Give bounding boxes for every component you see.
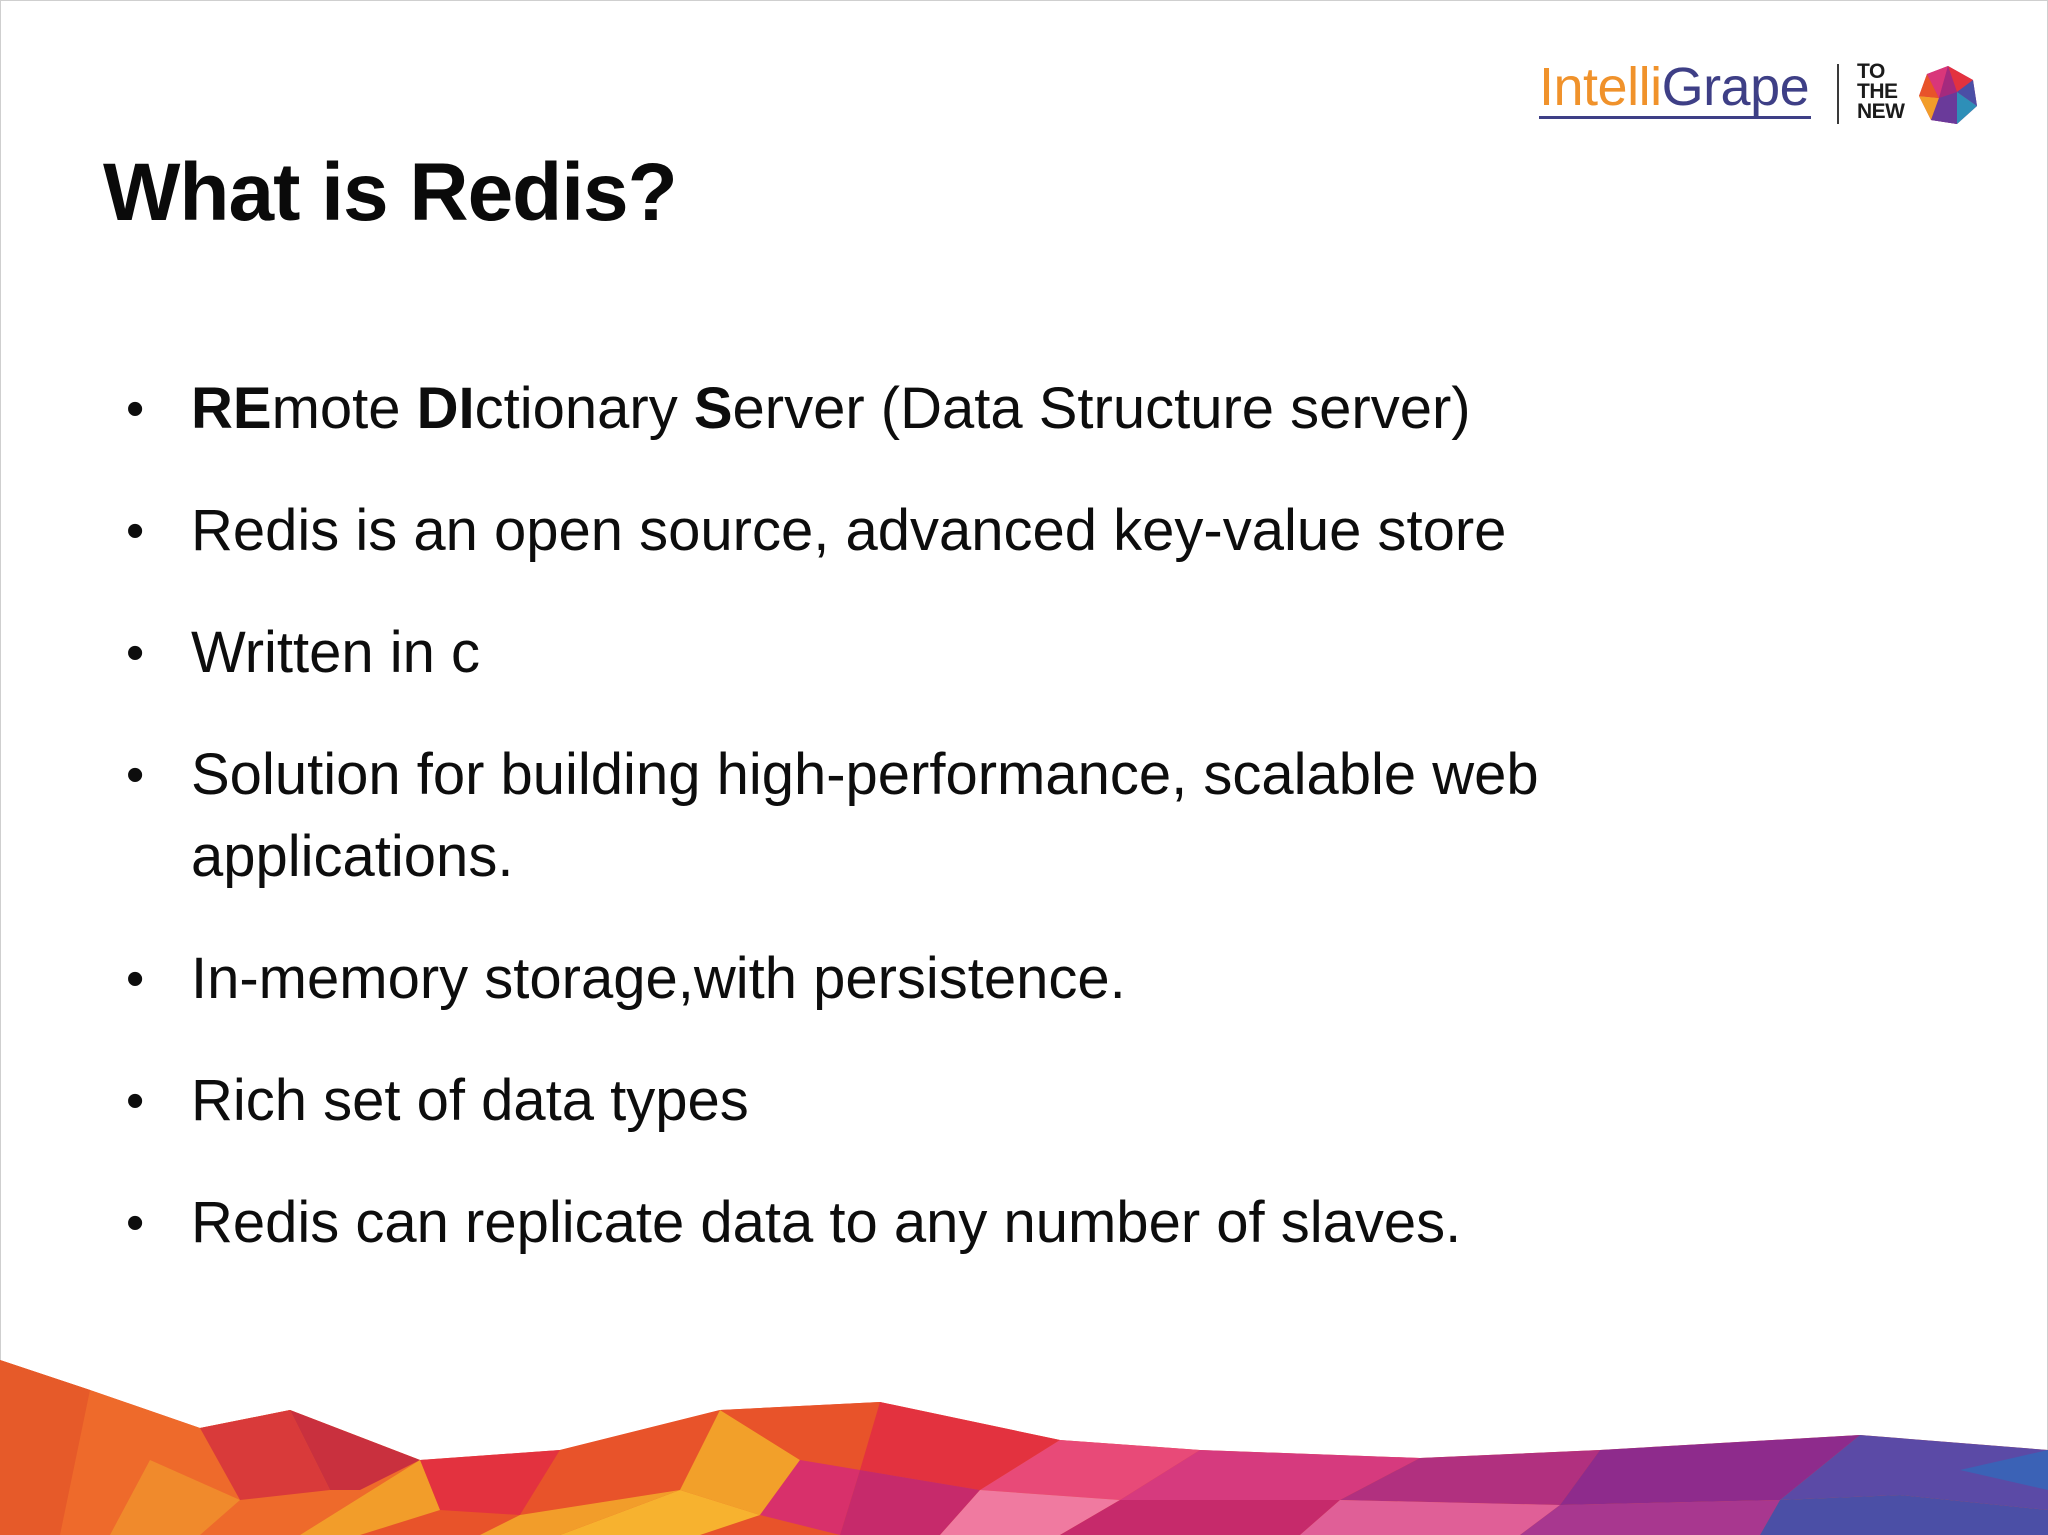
tothenew-line-1: TO [1857, 60, 1885, 83]
bullet-text-segment: erver (Data Structure server) [732, 376, 1471, 441]
intelligrape-logo: IntelliGrape [1535, 58, 1815, 128]
footer-polygon-art [0, 1360, 2048, 1535]
tothenew-logo: TO THE NEW [1857, 60, 1987, 128]
bold-acronym-letters: DI [416, 376, 475, 441]
bullet-text: Redis can replicate data to any number o… [191, 1190, 1462, 1255]
slide-title: What is Redis? [103, 147, 678, 238]
tothenew-line-2: THE [1857, 80, 1898, 103]
intelligrape-wordmark-part-2: Grape [1661, 57, 1810, 117]
bullet-dot: • [126, 380, 145, 438]
bullet-item: • REmote DIctionary Server (Data Structu… [120, 368, 1740, 450]
bullet-item: • Written in c [120, 612, 1740, 694]
bullet-item: • In-memory storage,with persistence. [120, 938, 1740, 1020]
tothenew-line-3: NEW [1857, 100, 1905, 123]
intelligrape-wordmark: IntelliGrape [1539, 57, 1810, 117]
bullet-text: Written in c [191, 620, 481, 685]
bullet-item: • Rich set of data types [120, 1060, 1740, 1142]
tothenew-wordmark: TO THE NEW [1857, 60, 1905, 123]
logo-divider [1837, 64, 1839, 124]
bullet-list: • REmote DIctionary Server (Data Structu… [120, 368, 1740, 1304]
tothenew-emblem-icon [1919, 66, 1977, 124]
bullet-item: • Solution for building high-performance… [120, 734, 1740, 898]
bullet-item: • Redis is an open source, advanced key-… [120, 490, 1740, 572]
bullet-text: Redis is an open source, advanced key-va… [191, 498, 1507, 563]
bullet-dot: • [126, 1072, 145, 1130]
bullet-dot: • [126, 502, 145, 560]
bullet-text: Solution for building high-performance, … [191, 742, 1539, 889]
bullet-text: Rich set of data types [191, 1068, 749, 1133]
bullet-text-remote-dictionary-server: REmote DIctionary Server (Data Structure… [191, 376, 1471, 441]
bullet-text-segment: ctionary [474, 376, 694, 441]
bullet-item: • Redis can replicate data to any number… [120, 1182, 1740, 1264]
bullet-dot: • [126, 950, 145, 1008]
bullet-text-segment: mote [271, 376, 417, 441]
bullet-dot: • [126, 1194, 145, 1252]
bold-acronym-letters: RE [191, 376, 272, 441]
bullet-dot: • [126, 624, 145, 682]
header-logos: IntelliGrape TO THE NEW [1535, 58, 1985, 128]
intelligrape-underline [1539, 116, 1811, 119]
bullet-text: In-memory storage,with persistence. [191, 946, 1126, 1011]
bullet-dot: • [126, 746, 145, 804]
bold-acronym-letters: S [693, 376, 733, 441]
intelligrape-wordmark-part-1: Intelli [1539, 57, 1662, 117]
